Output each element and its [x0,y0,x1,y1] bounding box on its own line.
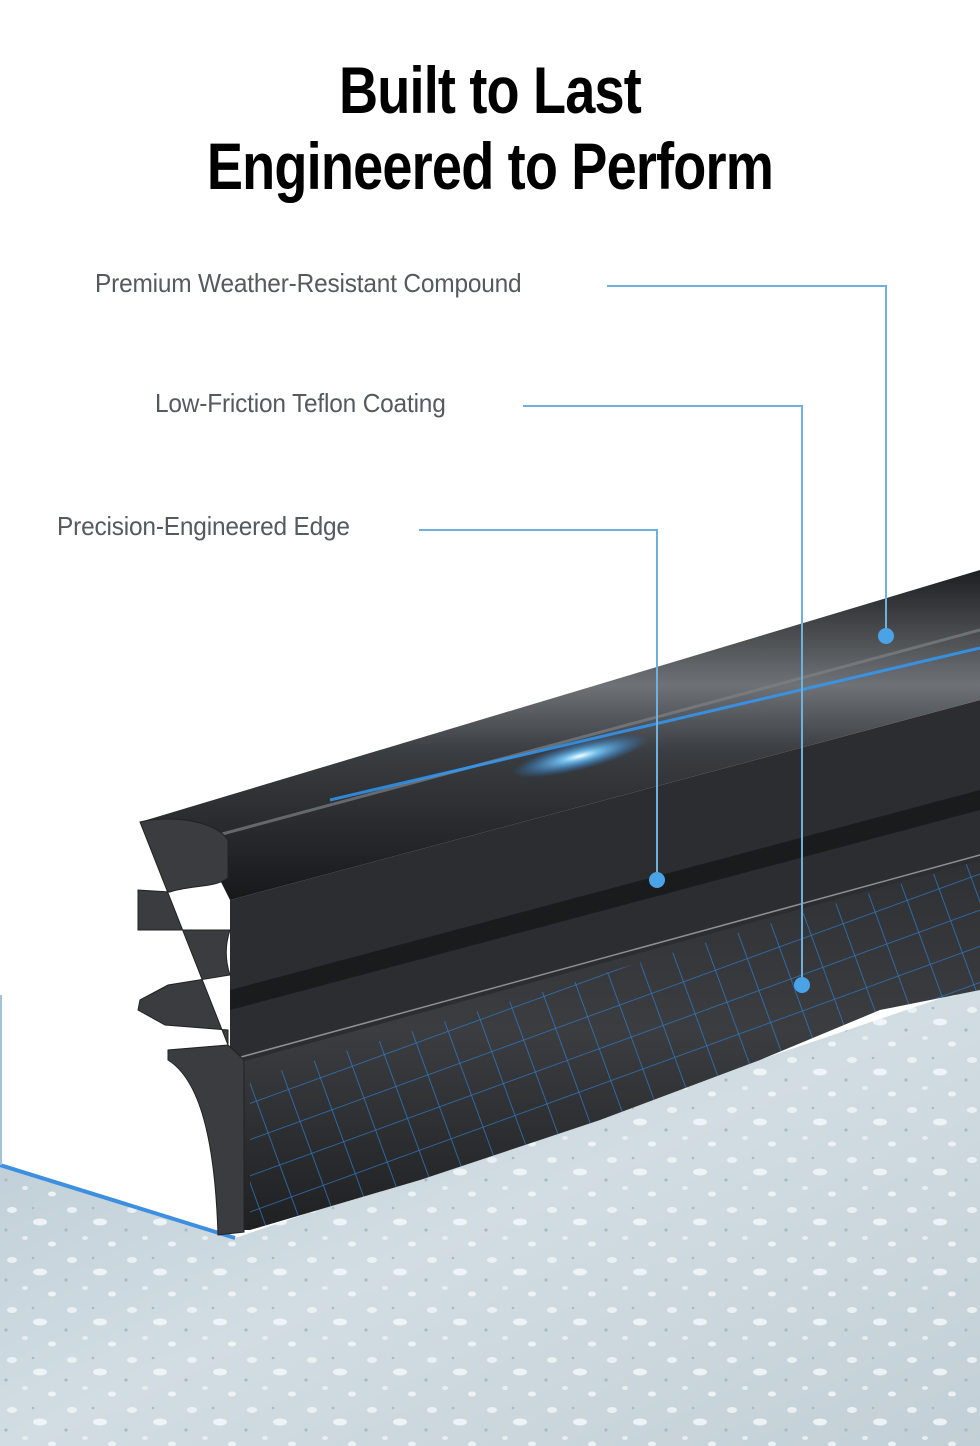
headline-line-2: Engineered to Perform [206,129,774,203]
leader-line-edge [419,529,658,880]
wet-glass-surface [0,985,980,1446]
wiper-blade [137,570,980,1236]
callout-dot-edge [649,872,665,888]
leader-lines [419,285,887,985]
leader-line-compound [607,285,887,636]
callout-label-coating: Low-Friction Teflon Coating [155,388,446,418]
callout-label-edge: Precision-Engineered Edge [57,511,350,541]
headline: Built to Last Engineered to Perform [88,52,892,204]
callout-dots [649,628,894,993]
callout-dot-compound [878,628,894,644]
callout-dot-coating [794,977,810,993]
headline-line-1: Built to Last [338,53,642,127]
leader-line-coating [523,405,803,985]
callout-label-compound: Premium Weather-Resistant Compound [95,268,522,298]
